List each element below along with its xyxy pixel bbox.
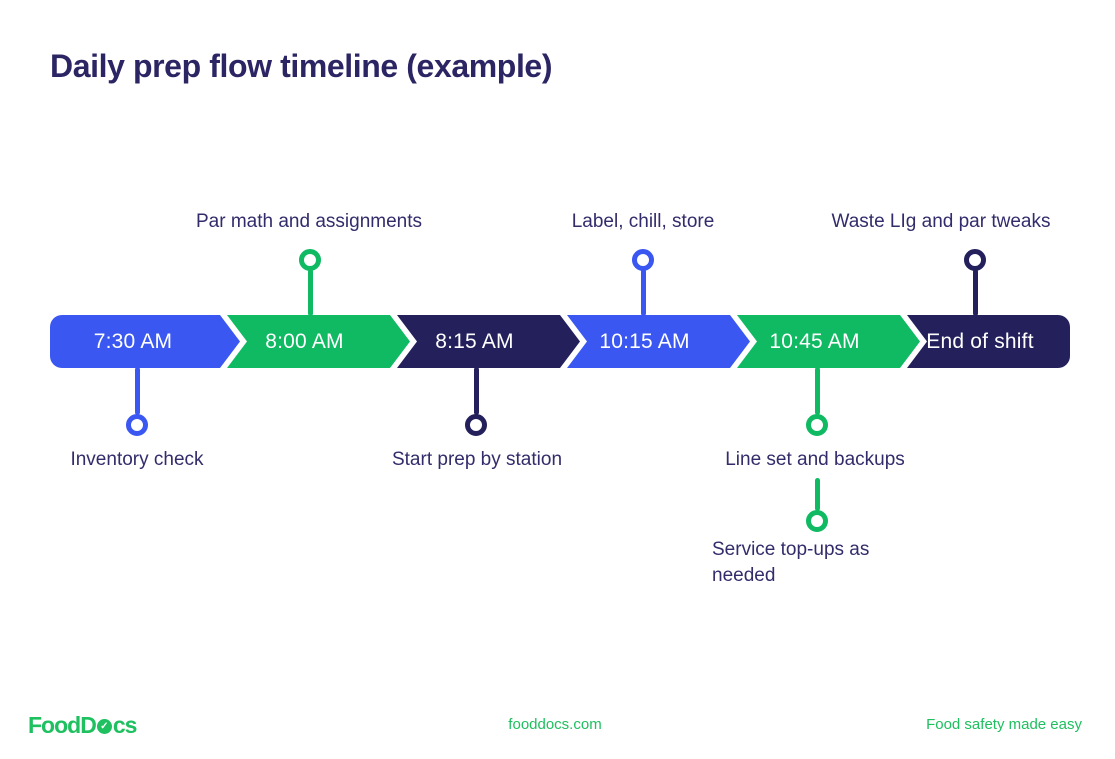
timeline-segment-3: 8:15 AM: [397, 315, 580, 368]
pin-stem: [972, 269, 978, 316]
pin-circle-icon: [806, 510, 828, 532]
annotation-label: Service top-ups as needed: [712, 539, 870, 586]
footer-link[interactable]: fooddocs.com: [508, 716, 602, 733]
footer: FoodD ✓ cs fooddocs.com Food safety made…: [28, 710, 1082, 738]
segment-label: 10:15 AM: [599, 329, 690, 353]
pin-stem: [814, 367, 820, 415]
timeline-segment-6: End of shift: [907, 315, 1070, 368]
pin-circle-icon: [299, 249, 321, 271]
timeline-segment-1: 7:30 AM: [50, 315, 240, 368]
annotation-label: Line set and backups: [725, 449, 905, 470]
timeline-segment-4: 10:15 AM: [567, 315, 750, 368]
pin-circle-icon: [632, 249, 654, 271]
segment-label: 7:30 AM: [93, 329, 173, 353]
annotation-label: Label, chill, store: [571, 211, 715, 232]
logo-check-icon: ✓: [96, 719, 112, 734]
footer-tagline: Food safety made easy: [926, 716, 1082, 733]
pin-stem: [134, 367, 140, 415]
pin-stem: [814, 478, 820, 511]
pin-stem: [473, 367, 479, 415]
segment-label: 8:15 AM: [435, 329, 514, 353]
segment-label: End of shift: [926, 329, 1034, 353]
pin-circle-icon: [465, 414, 487, 436]
annotation-label: Start prep by station: [391, 449, 563, 470]
segment-label: 10:45 AM: [769, 329, 860, 353]
logo-text-right: cs: [112, 712, 138, 738]
annotation-label: Waste LIg and par tweaks: [831, 211, 1051, 232]
annotation-label: Inventory check: [70, 449, 204, 470]
pin-circle-icon: [126, 414, 148, 436]
fooddocs-logo: FoodD ✓ cs: [28, 712, 138, 739]
annotation-label: Par math and assignments: [195, 211, 423, 232]
logo-text-left: FoodD: [28, 712, 97, 738]
pin-circle-icon: [964, 249, 986, 271]
pin-stem: [640, 269, 646, 316]
segment-label: 8:00 AM: [265, 329, 344, 353]
pin-circle-icon: [806, 414, 828, 436]
page-title: Daily prep flow timeline (example): [50, 48, 553, 84]
timeline-segment-5: 10:45 AM: [737, 315, 920, 368]
pin-stem: [307, 269, 313, 316]
timeline-segment-2: 8:00 AM: [227, 315, 410, 368]
